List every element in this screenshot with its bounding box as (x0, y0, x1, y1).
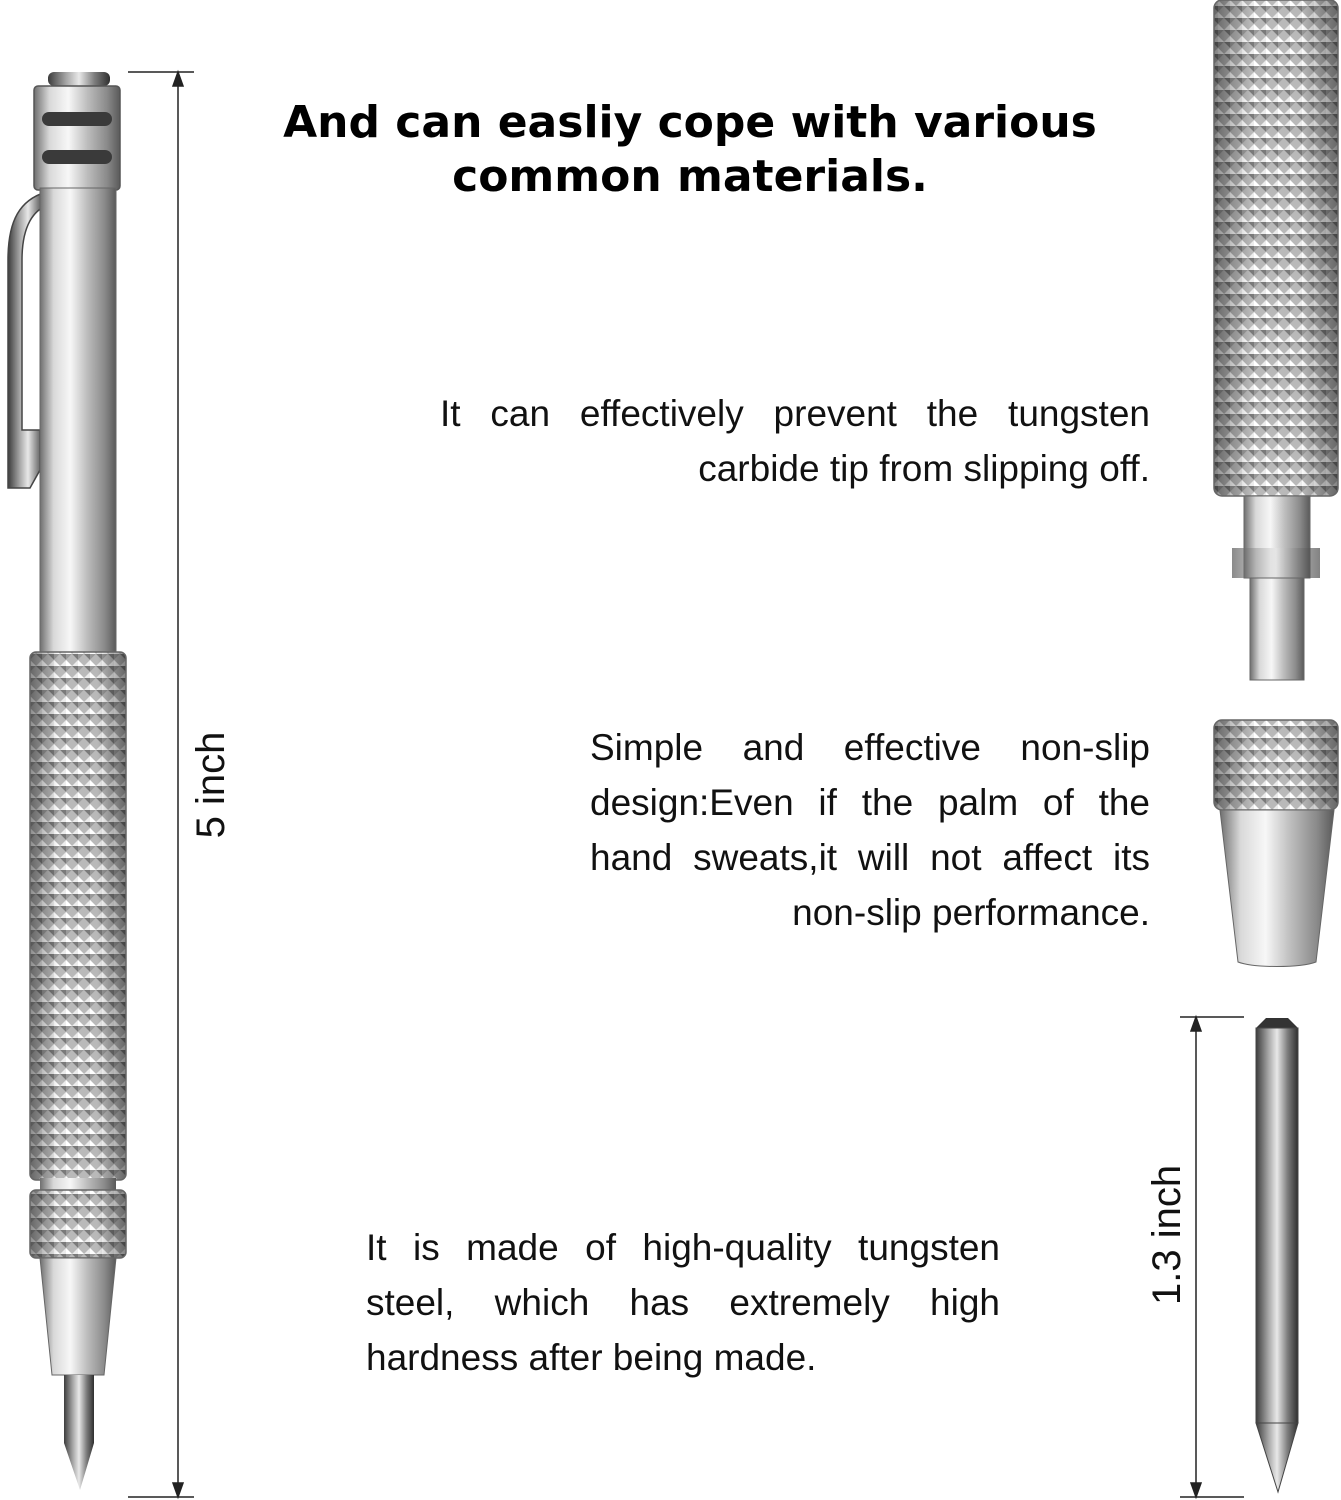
cap-slot (42, 150, 112, 164)
scriber-cap (33, 85, 121, 191)
cone-closeup (1219, 809, 1335, 967)
dimension-line-tip (1180, 1014, 1244, 1500)
cap-slot (42, 112, 112, 126)
scriber-full-view (7, 72, 127, 1490)
dimension-label-tip: 1.3 inch (1145, 1164, 1189, 1305)
scriber-cone (39, 1257, 117, 1376)
scriber-barrel (39, 187, 117, 655)
tip-detail-view (1255, 1018, 1299, 1494)
carbide-tip (64, 1443, 94, 1490)
tip-shaft (64, 1375, 94, 1443)
headline-line-2: common materials. (452, 151, 928, 202)
headline-line-1: And can easliy cope with various (283, 97, 1097, 148)
scriber-cap-top (48, 72, 110, 86)
collar-detail-view (1213, 719, 1339, 967)
headline: And can easliy cope with various common … (180, 96, 1200, 204)
dimension-label-overall: 5 inch (189, 731, 233, 839)
feature-non-slip: Simple and effective non-slip design:Eve… (590, 727, 1150, 933)
dimension-line-overall (128, 69, 194, 1500)
barrel-thread (1249, 577, 1305, 681)
feature-tungsten-steel: It is made of high-quality tungsten stee… (366, 1227, 1000, 1378)
knurl-detail-view (1213, 0, 1339, 681)
feature-tip-grip: It can effectively prevent the tungsten … (440, 393, 1150, 489)
carbide-tip-closeup (1255, 1027, 1299, 1424)
